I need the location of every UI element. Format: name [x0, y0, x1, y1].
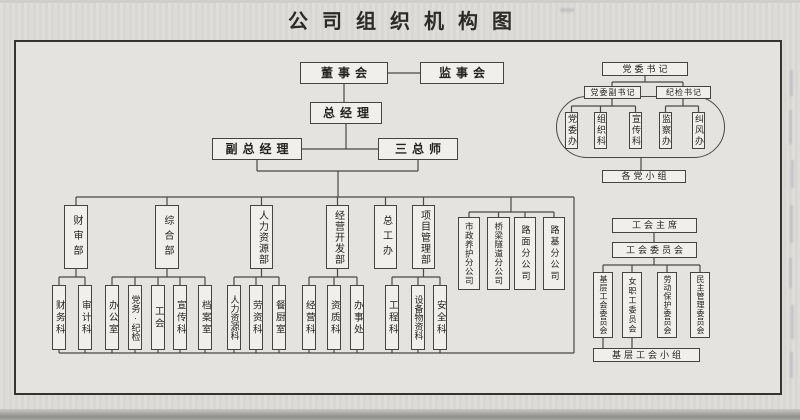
dept-general-affairs-box: 综合部	[155, 205, 179, 269]
dept-project-management-box: 项目管理部	[412, 205, 435, 269]
general-manager-box: 总经理	[310, 102, 382, 124]
handwriting-artifact	[790, 205, 793, 243]
subsidiary-municipal-maintenance-box: 市政养护分公司	[458, 217, 480, 290]
party-committee-office-box: 党委办	[565, 112, 578, 149]
organization-section-box: 组织科	[594, 112, 607, 149]
deputy-party-secretary-box: 党委副书记	[584, 86, 641, 99]
section-equipment-materials-box: 设备物资科	[411, 285, 425, 350]
dept-finance-audit-box: 财审部	[64, 205, 88, 269]
section-branch-office-box: 办事处	[350, 285, 364, 350]
discipline-secretary-box: 纪检书记	[656, 86, 711, 99]
three-chief-engineers-box: 三总师	[378, 138, 458, 160]
section-operations-box: 经营科	[302, 285, 316, 350]
union-connectors	[602, 233, 701, 348]
union-chairman-box: 工会主席	[612, 218, 697, 233]
subsidiary-bridge-tunnel-box: 桥梁隧道分公司	[487, 217, 510, 290]
section-hr-box: 人力资源科	[227, 285, 241, 350]
publicity-section-box: 宣传科	[629, 112, 642, 149]
section-publicity-box: 宣传科	[173, 285, 187, 350]
handwriting-artifact	[791, 305, 794, 339]
page-title: 公司组织机构图	[288, 11, 526, 33]
section-safety-box: 安全科	[433, 285, 447, 350]
democratic-management-committee-box: 民主管理委员会	[690, 272, 710, 338]
supervision-office-box: 监察办	[659, 112, 672, 149]
dept-chief-engineer-office-box: 总工办	[374, 205, 397, 269]
rectification-office-box: 纠风办	[692, 112, 705, 149]
party-secretary-box: 党委书记	[602, 62, 688, 76]
photo-edge-bottom	[0, 409, 800, 420]
union-committee-box: 工会委员会	[612, 242, 697, 258]
main-connectors	[59, 72, 575, 354]
section-bracket-connectors	[58, 269, 441, 353]
smudge-artifact	[560, 8, 574, 12]
section-party-discipline-box: 党务·纪检	[128, 285, 142, 350]
subsidiary-roadbed-box: 路基分公司	[543, 217, 565, 290]
female-workers-committee-box: 女职工委员会	[622, 272, 642, 338]
deputy-general-manager-box: 副总经理	[212, 138, 302, 160]
dept-human-resources-box: 人力资源部	[250, 205, 273, 269]
subsidiary-pavement-box: 路面分公司	[514, 217, 536, 290]
handwriting-artifact	[789, 258, 792, 288]
section-engineering-box: 工程科	[385, 285, 399, 350]
photo-edge-top	[0, 0, 800, 3]
section-qualifications-box: 资质科	[327, 285, 341, 350]
handwriting-artifact	[790, 70, 793, 96]
grassroots-union-groups-box: 基层工会小组	[593, 348, 700, 362]
section-labor-wages-box: 劳资科	[249, 285, 263, 350]
handwriting-artifact	[791, 160, 794, 188]
labor-protection-committee-box: 劳动保护委员会	[657, 272, 677, 338]
handwriting-artifact	[789, 110, 792, 144]
section-labor-union-box: 工会	[151, 285, 165, 350]
section-archives-box: 档案室	[198, 285, 212, 350]
grassroots-union-committee-box: 基层工会委员会	[593, 272, 613, 338]
board-of-directors-box: 董事会	[300, 62, 388, 84]
section-office-box: 办公室	[105, 285, 119, 350]
section-canteen-box: 餐厨室	[272, 285, 286, 350]
supervisory-board-box: 监事会	[420, 62, 504, 84]
section-audit-box: 审计科	[78, 285, 92, 350]
handwriting-artifact	[790, 352, 793, 378]
dept-business-development-box: 经营开发部	[326, 205, 349, 269]
section-finance-box: 财务科	[52, 285, 66, 350]
party-groups-box: 各党小组	[602, 170, 686, 183]
